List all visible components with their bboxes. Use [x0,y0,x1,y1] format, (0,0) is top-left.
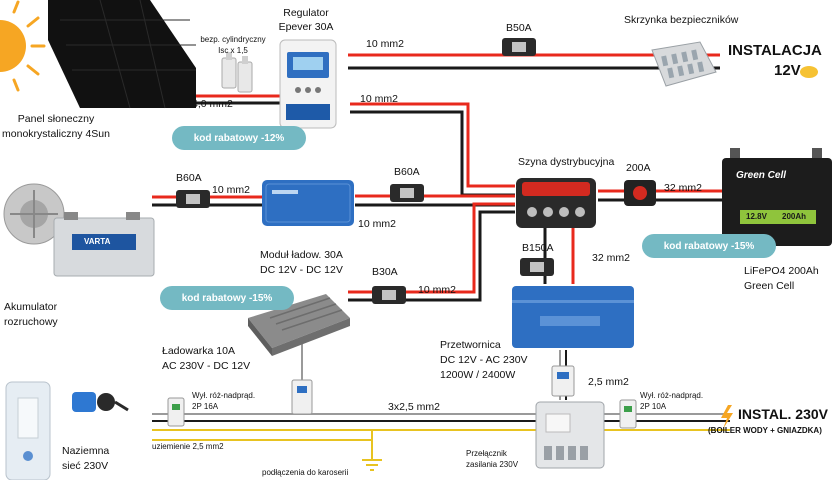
fuse-b30-label: B30A [372,266,398,278]
alt-wire-label: 10 mm2 [212,184,250,196]
discount-pill-regulator[interactable]: kod rabatowy -12% [172,126,306,150]
busbar-icon [516,178,596,228]
fuse-b60-right-icon [390,184,424,202]
alternator-icon [3,183,65,245]
cylinder-fuse-icon [221,52,253,93]
regulator-icon [279,39,337,129]
fuse-b150-icon [520,258,554,276]
ground-symbol-icon [362,459,382,471]
discount-pill-charger[interactable]: kod rabatowy -15% [160,286,294,310]
lifepo4-battery-icon [722,148,832,246]
fuse-b50-icon [502,38,536,56]
breaker-200a-icon [624,180,656,206]
inverter-ac-wire-label: 2,5 mm2 [588,376,629,388]
install-230v-title: INSTAL. 230V [738,406,828,422]
wire-chg-pos [348,202,515,294]
cee-plug-icon [72,392,129,412]
shore-inlet-icon [5,381,51,481]
varta-brand-text: VARTA [84,237,111,246]
rcd-charger-icon [291,379,313,415]
solar-panel [48,0,196,109]
battery-brand-text: Green Cell [736,170,787,181]
rcd-right-icon [619,399,637,429]
wires [152,53,730,460]
inverter-icon [512,286,634,348]
fusebox-label: Skrzynka bezpieczników [624,14,739,26]
sun-icon [0,0,46,92]
reg-wire-low-label: 10 mm2 [360,93,398,105]
wire-reg-bus-pos [350,102,515,188]
rcd-right-label: Wył. róż-nadprąd.2P 10A [640,391,704,411]
rcd-left-label: Wył. róż-nadprąd.2P 16A [192,391,256,411]
ac-wire-label: 3x2,5 mm2 [388,401,440,413]
lightning-icon [721,405,733,429]
wire-chg-neg [348,210,515,302]
ac-charger-icon [248,294,350,356]
rcd-left-icon [167,397,185,427]
rcd-inverter-icon [551,365,575,397]
inverter-wire-label: 32 mm2 [592,252,630,264]
fuse-b60-right-label: B60A [394,166,420,178]
charger-wire-label: 10 mm2 [418,284,456,296]
battery-spec-capacity: 200Ah [782,212,807,221]
fuse-200a-label: 200A [626,162,651,174]
reg-wire-top-label: 10 mm2 [366,38,404,50]
fuse-b30-icon [372,286,406,304]
battery-wire-label: 32 mm2 [664,182,702,194]
install-12v-voltage: 12V [774,62,801,79]
fuse-b50-label: B50A [506,22,532,34]
fuse-b60-left-icon [176,190,210,208]
wire-reg-bus-neg [350,110,515,197]
transfer-switch-icon [535,401,605,469]
starter-battery-icon [53,212,155,277]
install-12v-title: INSTALACJA [728,42,822,59]
battery-spec-voltage: 12.8V [746,212,767,221]
chassis-label: podłączenia do karoserii [262,468,349,477]
fusebox-icon [651,41,717,87]
busbar-label: Szyna dystrybucyjna [518,156,615,168]
pointing-hand-icon [800,66,818,78]
dcdc-charger-icon [262,180,354,226]
panel-wire-label: 4,0 mm2 [192,98,233,110]
earth-wire-label: uziemienie 2,5 mm2 [152,442,224,451]
discount-pill-battery[interactable]: kod rabatowy -15% [642,234,776,258]
fuse-b60-left-label: B60A [176,172,202,184]
install-230v-subtitle: (BOILER WODY + GNIAZDKA) [708,426,822,435]
fuse-b150-label: B150A [522,242,554,254]
dcdc-wire-label: 10 mm2 [358,218,396,230]
